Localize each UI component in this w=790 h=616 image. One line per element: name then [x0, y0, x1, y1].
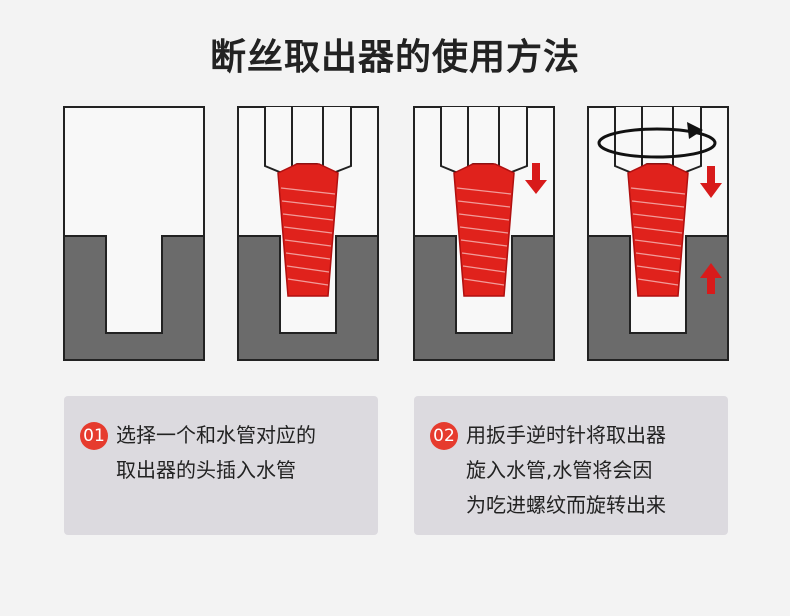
diagram-panel-empty-pipe: [63, 106, 205, 361]
up-arrow-icon: [700, 263, 722, 294]
rotate-arrow-icon: [597, 122, 717, 159]
step-card-2: 02 用扳手逆时针将取出器 旋入水管,水管将会因 为吃进螺纹而旋转出来: [414, 396, 728, 535]
extractor-red-body: [277, 163, 339, 297]
step-card-1: 01 选择一个和水管对应的 取出器的头插入水管: [64, 396, 378, 535]
extractor-red-body: [627, 163, 689, 297]
down-arrow-icon: [525, 163, 547, 194]
step-number-badge: 02: [430, 422, 458, 450]
down-arrow-icon: [700, 166, 722, 198]
step-description: 选择一个和水管对应的 取出器的头插入水管: [116, 423, 316, 482]
diagram-panel-extractor-inserted: [237, 106, 379, 361]
step-number-badge: 01: [80, 422, 108, 450]
step-description: 用扳手逆时针将取出器 旋入水管,水管将会因 为吃进螺纹而旋转出来: [466, 423, 666, 517]
extractor-red-body: [453, 163, 515, 297]
page-title: 断丝取出器的使用方法: [209, 37, 580, 78]
diagram-panel-extractor-pressed: [413, 106, 555, 361]
diagram-panel-extractor-rotated: [587, 106, 729, 361]
